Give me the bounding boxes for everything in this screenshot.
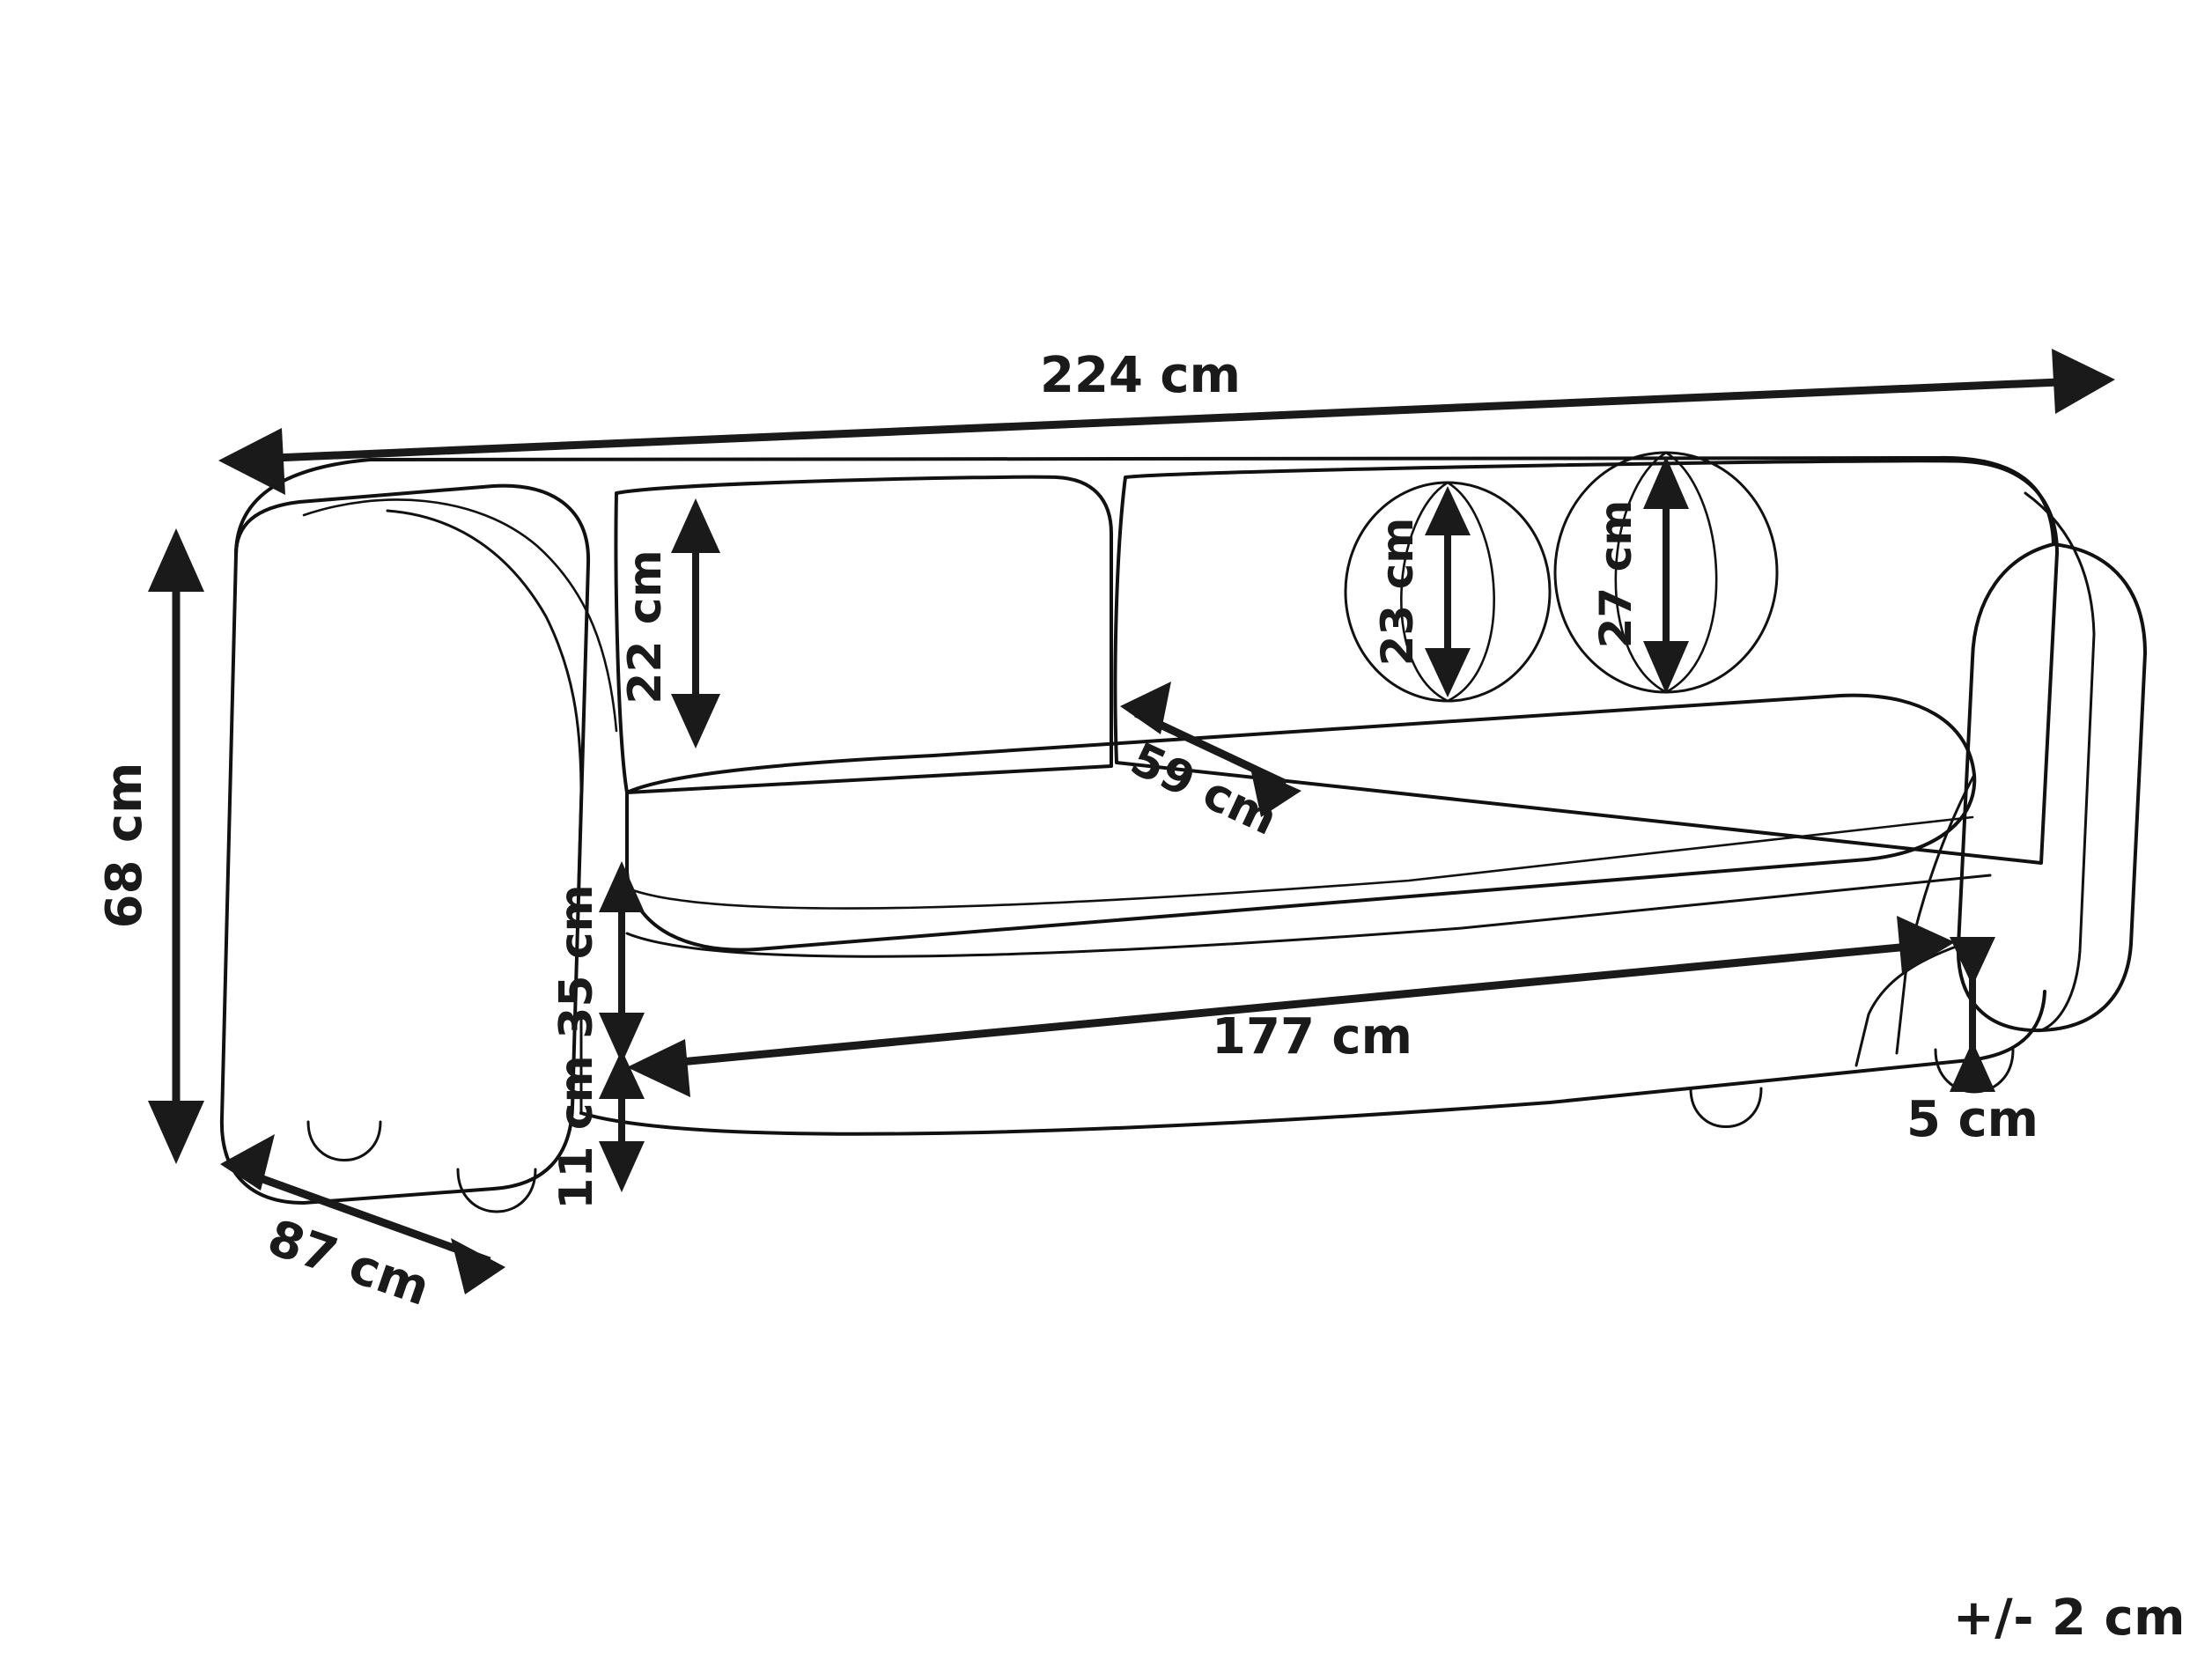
- backrest-panel-right: [1113, 459, 2059, 865]
- dimension-label-total-width: 224 cm: [1040, 347, 1241, 404]
- dimension-base-clearance: 11 cm: [550, 1050, 645, 1210]
- backrest-top-edge: [234, 455, 2055, 557]
- left-armrest-inner-crease: [386, 509, 583, 1110]
- dimension-label-seat-width: 177 cm: [1212, 1008, 1412, 1065]
- sofa-illustration: [219, 451, 2147, 1213]
- right-armrest-inner-crease: [2024, 491, 2096, 1032]
- right-armrest-front-roll: [1854, 944, 1960, 1067]
- dimension-label-base-clearance: 11 cm: [550, 1055, 603, 1209]
- dimension-total-height: 68 cm: [96, 528, 204, 1164]
- dimension-seat-height: 35 cm: [550, 861, 645, 1064]
- seat-cushion-front-seam: [629, 815, 1974, 910]
- dimension-seat-width: 177 cm: [627, 916, 1955, 1097]
- dimension-label-leg-height: 5 cm: [1906, 1091, 2039, 1148]
- tolerance-note: +/- 2 cm: [1952, 1589, 2186, 1647]
- dimension-label-bolster-small: 23 cm: [1372, 518, 1423, 667]
- foot-front-left: [456, 1168, 537, 1213]
- seat-front-band: [625, 874, 1992, 958]
- dimension-label-seat-height: 35 cm: [550, 884, 603, 1038]
- dimension-seat-depth: 59 cm: [1120, 682, 1301, 846]
- seat-cushion-top: [625, 693, 1977, 952]
- right-armrest-outline: [1956, 542, 2147, 1033]
- dimension-label-bolster-large: 27 cm: [1590, 500, 1641, 649]
- foot-back-left: [306, 1120, 382, 1161]
- dimension-label-backrest-height: 22 cm: [619, 549, 672, 704]
- foot-center: [1689, 1087, 1763, 1128]
- dimension-total-width: 224 cm: [218, 347, 2115, 495]
- left-armrest-outline: [219, 483, 591, 1205]
- dimension-depth: 87 cm: [220, 1134, 505, 1317]
- dimension-label-total-height: 68 cm: [96, 763, 153, 929]
- dimension-backrest-height: 22 cm: [619, 498, 720, 748]
- dimension-label-seat-depth: 59 cm: [1123, 733, 1285, 846]
- dimension-label-depth: 87 cm: [261, 1209, 437, 1317]
- dimension-leg-height: 5 cm: [1906, 937, 2039, 1148]
- backrest-panel-left: [614, 475, 1113, 794]
- dimension-bolster-large: 27 cm: [1590, 456, 1689, 694]
- bolster-cushion-small: [1344, 481, 1552, 703]
- left-armrest-roll-seam: [302, 498, 618, 733]
- sofa-base-bottom-edge: [579, 990, 2046, 1136]
- dimension-bolster-small: 23 cm: [1372, 486, 1471, 697]
